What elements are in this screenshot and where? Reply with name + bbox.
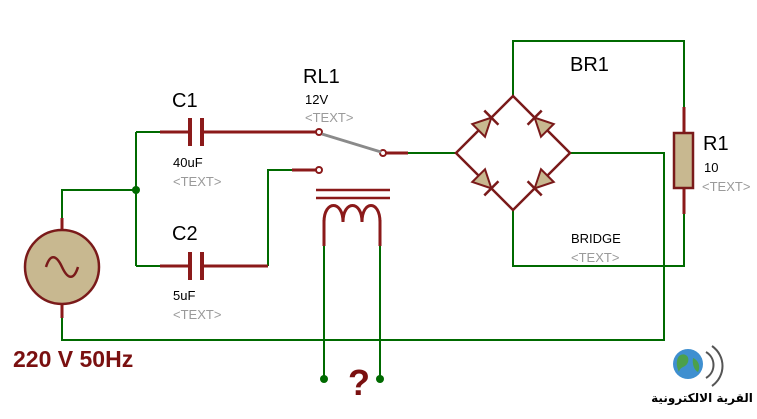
diode-bottom-left	[470, 167, 500, 197]
wire-bridge-bottom	[512, 210, 685, 267]
r1-ref: R1	[703, 133, 729, 155]
coil-terminal-right[interactable]	[376, 375, 384, 383]
junction-dot	[132, 186, 140, 194]
wire-bridge-top	[512, 40, 685, 107]
wires	[61, 40, 685, 378]
r1-text-placeholder: <TEXT>	[702, 179, 750, 194]
coil-terminal-left[interactable]	[320, 375, 328, 383]
capacitor-c2[interactable]: C2 5uF <TEXT>	[172, 223, 221, 322]
relay-nc-contact	[315, 166, 323, 174]
c1-ref: C1	[172, 90, 198, 112]
c2-ref: C2	[172, 223, 198, 245]
wire-source-top	[61, 189, 136, 231]
unknown-connection-mark: ?	[348, 362, 370, 403]
relay-switch-arm	[321, 132, 382, 154]
ac-source-icon	[44, 256, 80, 278]
rl1-ref: RL1	[303, 66, 340, 88]
leads	[60, 107, 686, 318]
relay-rl1[interactable]: RL1 12V <TEXT>	[303, 66, 390, 223]
globe-logo-icon	[673, 345, 724, 387]
ac-source[interactable]: 220 V 50Hz	[13, 228, 133, 372]
c1-text-placeholder: <TEXT>	[173, 174, 221, 189]
diode-top-right	[526, 109, 556, 139]
wire-c2-right	[267, 169, 292, 266]
r1-value: 10	[704, 160, 718, 175]
wire-bridge-right	[61, 152, 665, 341]
relay-no-contact	[315, 128, 323, 136]
watermark: القرية الالكترونية	[651, 345, 753, 406]
bridge-outline	[454, 94, 572, 212]
watermark-text: القرية الالكترونية	[651, 391, 753, 406]
br1-ref: BR1	[570, 54, 609, 76]
c2-value: 5uF	[173, 288, 195, 303]
relay-coil	[322, 204, 382, 223]
c1-value: 40uF	[173, 155, 203, 170]
br1-text-placeholder: <TEXT>	[571, 250, 619, 265]
c2-text-placeholder: <TEXT>	[173, 307, 221, 322]
capacitor-c1[interactable]: C1 40uF <TEXT>	[172, 90, 221, 189]
rl1-value: 12V	[305, 92, 328, 107]
resistor-r1[interactable]: R1 10 <TEXT>	[672, 131, 750, 194]
br1-value: BRIDGE	[571, 231, 621, 246]
source-label: 220 V 50Hz	[13, 346, 133, 372]
diode-top-left	[470, 109, 500, 139]
r1-body	[672, 131, 695, 190]
bridge-rectifier-br1[interactable]: BR1 BRIDGE <TEXT>	[454, 54, 621, 265]
diode-bottom-right	[526, 167, 556, 197]
rl1-text-placeholder: <TEXT>	[305, 110, 353, 125]
